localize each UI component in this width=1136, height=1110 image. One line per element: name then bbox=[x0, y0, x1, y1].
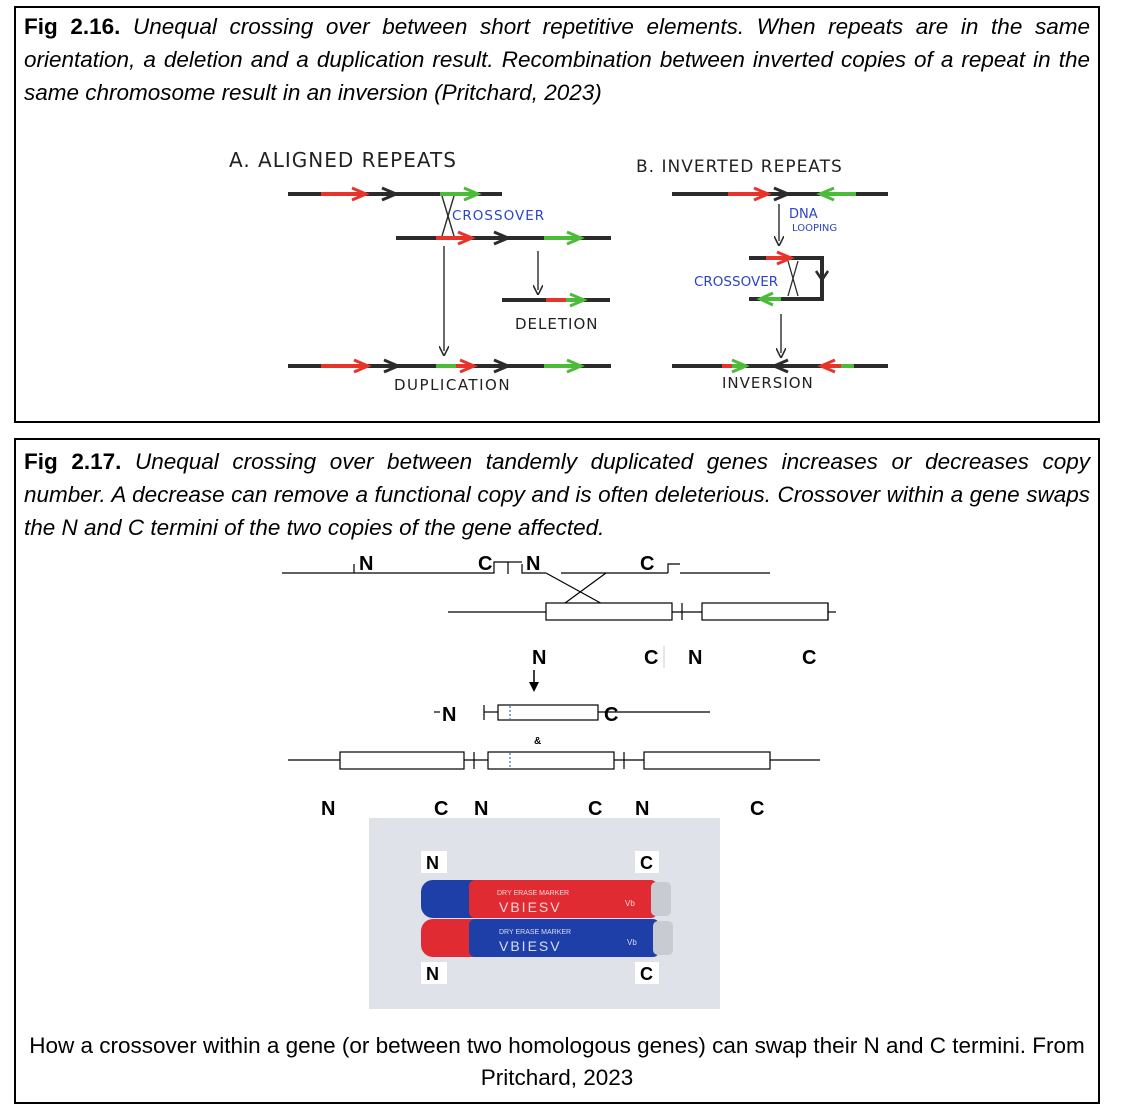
fig216-label: Fig 2.16. bbox=[24, 14, 121, 39]
panel-b-title: B. INVERTED REPEATS bbox=[636, 157, 843, 177]
panel-a-duplication-strand bbox=[288, 358, 611, 374]
dup-c-label-1: C bbox=[434, 798, 448, 820]
panel-b-looping-label: LOOPING bbox=[792, 223, 837, 234]
marker-photo-drawing: DRY ERASE MARKER VBIESV Vb DRY ERASE MAR… bbox=[369, 818, 720, 1009]
panel-a-top-strand bbox=[288, 186, 502, 202]
top-marker-logo: Vb bbox=[625, 899, 635, 908]
panel-a-crossover-label: CROSSOVER bbox=[452, 208, 545, 224]
mid-c-label-2: C bbox=[802, 647, 816, 669]
top-c-label-1: C bbox=[478, 553, 492, 575]
fig217-label: Fig 2.17. bbox=[24, 449, 122, 474]
photo-n-top: N bbox=[426, 853, 439, 873]
dup-n-label-3: N bbox=[635, 798, 649, 820]
panel-b-crossover-label: CROSSOVER bbox=[694, 274, 778, 290]
mid-c-label-1: C bbox=[644, 647, 658, 669]
panel-b-inversion-label: INVERSION bbox=[722, 374, 814, 392]
photo-n-bottom: N bbox=[426, 964, 439, 984]
dup-n-label-2: N bbox=[474, 798, 488, 820]
fig217-diagram: N C N C N C N C bbox=[282, 553, 836, 820]
top-marker-text: DRY ERASE MARKER bbox=[497, 890, 569, 897]
panel-a-deletion-label: DELETION bbox=[515, 315, 598, 333]
panel-a-title: A. ALIGNED REPEATS bbox=[229, 148, 457, 172]
top-chromosome bbox=[282, 561, 770, 607]
panel-b-dna-label: DNA bbox=[789, 207, 818, 222]
ampersand: & bbox=[534, 736, 541, 747]
fig217-caption-text: Unequal crossing over between tandemly d… bbox=[24, 449, 1090, 540]
result-arrow bbox=[529, 670, 539, 692]
figure-2-16: Fig 2.16. Unequal crossing over between … bbox=[14, 6, 1100, 423]
fig216-caption: Fig 2.16. Unequal crossing over between … bbox=[24, 10, 1090, 109]
fig217-caption: Fig 2.17. Unequal crossing over between … bbox=[24, 445, 1090, 544]
mid-n-label-2: N bbox=[688, 647, 702, 669]
panel-b-top-strand bbox=[672, 186, 888, 202]
fig216-caption-text: Unequal crossing over between short repe… bbox=[24, 14, 1090, 105]
deletion-n-label: N bbox=[442, 704, 456, 726]
panel-b-loop bbox=[749, 250, 830, 307]
duplication-product bbox=[288, 751, 820, 770]
mid-n-label: N bbox=[532, 647, 546, 669]
bottom-marker: DRY ERASE MARKER VBIESV Vb bbox=[421, 919, 673, 957]
top-n-label-1: N bbox=[359, 553, 373, 575]
panel-a-crossover-mark bbox=[441, 195, 455, 237]
top-n-label-2: N bbox=[526, 553, 540, 575]
dup-c-label-2: C bbox=[588, 798, 602, 820]
photo-c-bottom: C bbox=[640, 964, 653, 984]
marker-photo: DRY ERASE MARKER VBIESV Vb DRY ERASE MAR… bbox=[369, 818, 720, 1009]
second-chromosome bbox=[448, 572, 836, 621]
dup-c-label-3: C bbox=[750, 798, 764, 820]
bottom-marker-logo: Vb bbox=[627, 938, 637, 947]
panel-a-duplication-label: DUPLICATION bbox=[394, 376, 511, 394]
photo-c-top: C bbox=[640, 853, 653, 873]
dup-n-label-1: N bbox=[321, 798, 335, 820]
top-c-label-2: C bbox=[640, 553, 654, 575]
bottom-marker-text: DRY ERASE MARKER bbox=[499, 929, 571, 936]
fig216-diagram: A. ALIGNED REPEATS CROSSOVER bbox=[229, 148, 888, 394]
panel-a-bottom-strand bbox=[396, 230, 611, 246]
panel-a-deletion-strand bbox=[502, 292, 610, 308]
figure-2-17: Fig 2.17. Unequal crossing over between … bbox=[14, 438, 1100, 1104]
top-marker-brand: VBIESV bbox=[499, 899, 562, 915]
photo-caption: How a crossover within a gene (or betwee… bbox=[29, 1033, 1085, 1090]
bottom-marker-brand: VBIESV bbox=[499, 938, 562, 954]
panel-b-inversion-strand bbox=[672, 358, 888, 374]
deletion-c-label: C bbox=[604, 704, 618, 726]
deletion-product bbox=[434, 704, 710, 721]
top-marker: DRY ERASE MARKER VBIESV Vb bbox=[421, 880, 671, 918]
